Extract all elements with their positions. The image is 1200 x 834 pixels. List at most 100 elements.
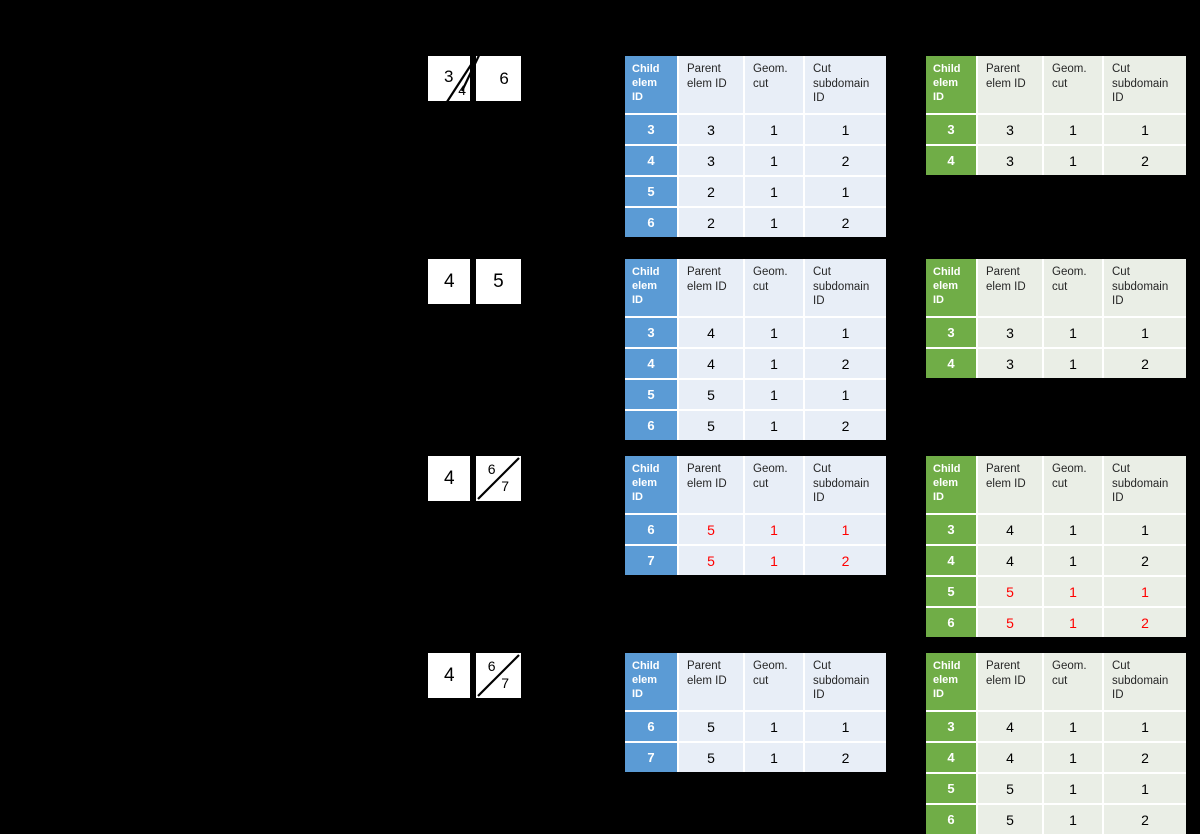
column-separator bbox=[743, 380, 745, 410]
column-separator bbox=[1042, 515, 1044, 545]
column-separator bbox=[743, 146, 745, 176]
cell-cut-subdomain-id: 2 bbox=[1104, 146, 1186, 176]
row-separator bbox=[926, 710, 1186, 713]
column-separator bbox=[1042, 653, 1044, 711]
cell-parent-elem-id: 3 bbox=[679, 115, 743, 145]
cell-child-elem-id: 4 bbox=[926, 546, 976, 576]
cell-cut-subdomain-id: 1 bbox=[1104, 712, 1186, 742]
row-separator bbox=[625, 544, 886, 547]
column-separator bbox=[677, 177, 679, 207]
row-separator bbox=[625, 378, 886, 381]
row-separator bbox=[625, 513, 886, 516]
diagonal-cut-line bbox=[477, 457, 520, 500]
cell-child-elem-id: 4 bbox=[926, 743, 976, 773]
row-separator bbox=[625, 710, 886, 713]
column-separator bbox=[1042, 608, 1044, 638]
column-separator bbox=[1102, 318, 1104, 348]
column-separator bbox=[803, 456, 805, 514]
cell-geom-cut: 1 bbox=[745, 177, 803, 207]
column-separator bbox=[743, 743, 745, 773]
column-separator bbox=[976, 608, 978, 638]
cell-child-elem-id: 4 bbox=[625, 349, 677, 379]
cell-child-elem-id: 6 bbox=[926, 805, 976, 834]
diagonal-cut-line bbox=[461, 41, 487, 92]
mesh-label-primary: 6 bbox=[487, 658, 496, 675]
cell-cut-subdomain-id: 2 bbox=[805, 411, 886, 441]
row-separator bbox=[926, 113, 1186, 116]
column-separator bbox=[677, 456, 679, 514]
column-separator bbox=[1102, 577, 1104, 607]
cell-child-elem-id: 5 bbox=[625, 380, 677, 410]
column-separator bbox=[743, 115, 745, 145]
cell-parent-elem-id: 5 bbox=[978, 608, 1042, 638]
cell-parent-elem-id: 2 bbox=[679, 177, 743, 207]
cell-geom-cut: 1 bbox=[1044, 577, 1102, 607]
cell-parent-elem-id: 4 bbox=[679, 349, 743, 379]
mesh-cell-stage-2-0: 4 bbox=[428, 259, 470, 304]
column-separator bbox=[803, 653, 805, 711]
column-separator bbox=[1102, 774, 1104, 804]
column-separator bbox=[743, 56, 745, 114]
column-separator bbox=[976, 318, 978, 348]
mesh-cell-stage-2-1: 5 bbox=[476, 259, 521, 304]
column-separator bbox=[677, 349, 679, 379]
column-separator bbox=[976, 456, 978, 514]
column-separator bbox=[803, 115, 805, 145]
row-separator bbox=[625, 741, 886, 744]
cell-child-elem-id: 3 bbox=[926, 712, 976, 742]
row-separator bbox=[926, 741, 1186, 744]
row-separator bbox=[926, 144, 1186, 147]
cell-cut-subdomain-id: 1 bbox=[805, 318, 886, 348]
column-separator bbox=[677, 515, 679, 545]
mesh-label-primary: 3 bbox=[443, 67, 454, 87]
mesh-cell-stage-3-0: 4 bbox=[428, 456, 470, 501]
cell-geom-cut: 1 bbox=[745, 712, 803, 742]
cell-child-elem-id: 3 bbox=[625, 115, 677, 145]
column-separator bbox=[803, 56, 805, 114]
cell-parent-elem-id: 4 bbox=[978, 743, 1042, 773]
mesh-label-secondary: 7 bbox=[501, 675, 509, 692]
row-separator bbox=[625, 113, 886, 116]
column-separator bbox=[803, 146, 805, 176]
column-separator bbox=[743, 515, 745, 545]
column-separator bbox=[677, 411, 679, 441]
diagonal-cut-line bbox=[477, 654, 520, 697]
column-separator bbox=[976, 774, 978, 804]
cell-cut-subdomain-id: 1 bbox=[805, 177, 886, 207]
column-header-geom-cut: Geom.cut bbox=[1044, 653, 1102, 711]
cell-cut-subdomain-id: 2 bbox=[1104, 608, 1186, 638]
diagonal-cut-line bbox=[442, 53, 479, 108]
column-separator bbox=[1102, 515, 1104, 545]
cell-child-elem-id: 6 bbox=[625, 515, 677, 545]
cell-geom-cut: 1 bbox=[1044, 805, 1102, 834]
